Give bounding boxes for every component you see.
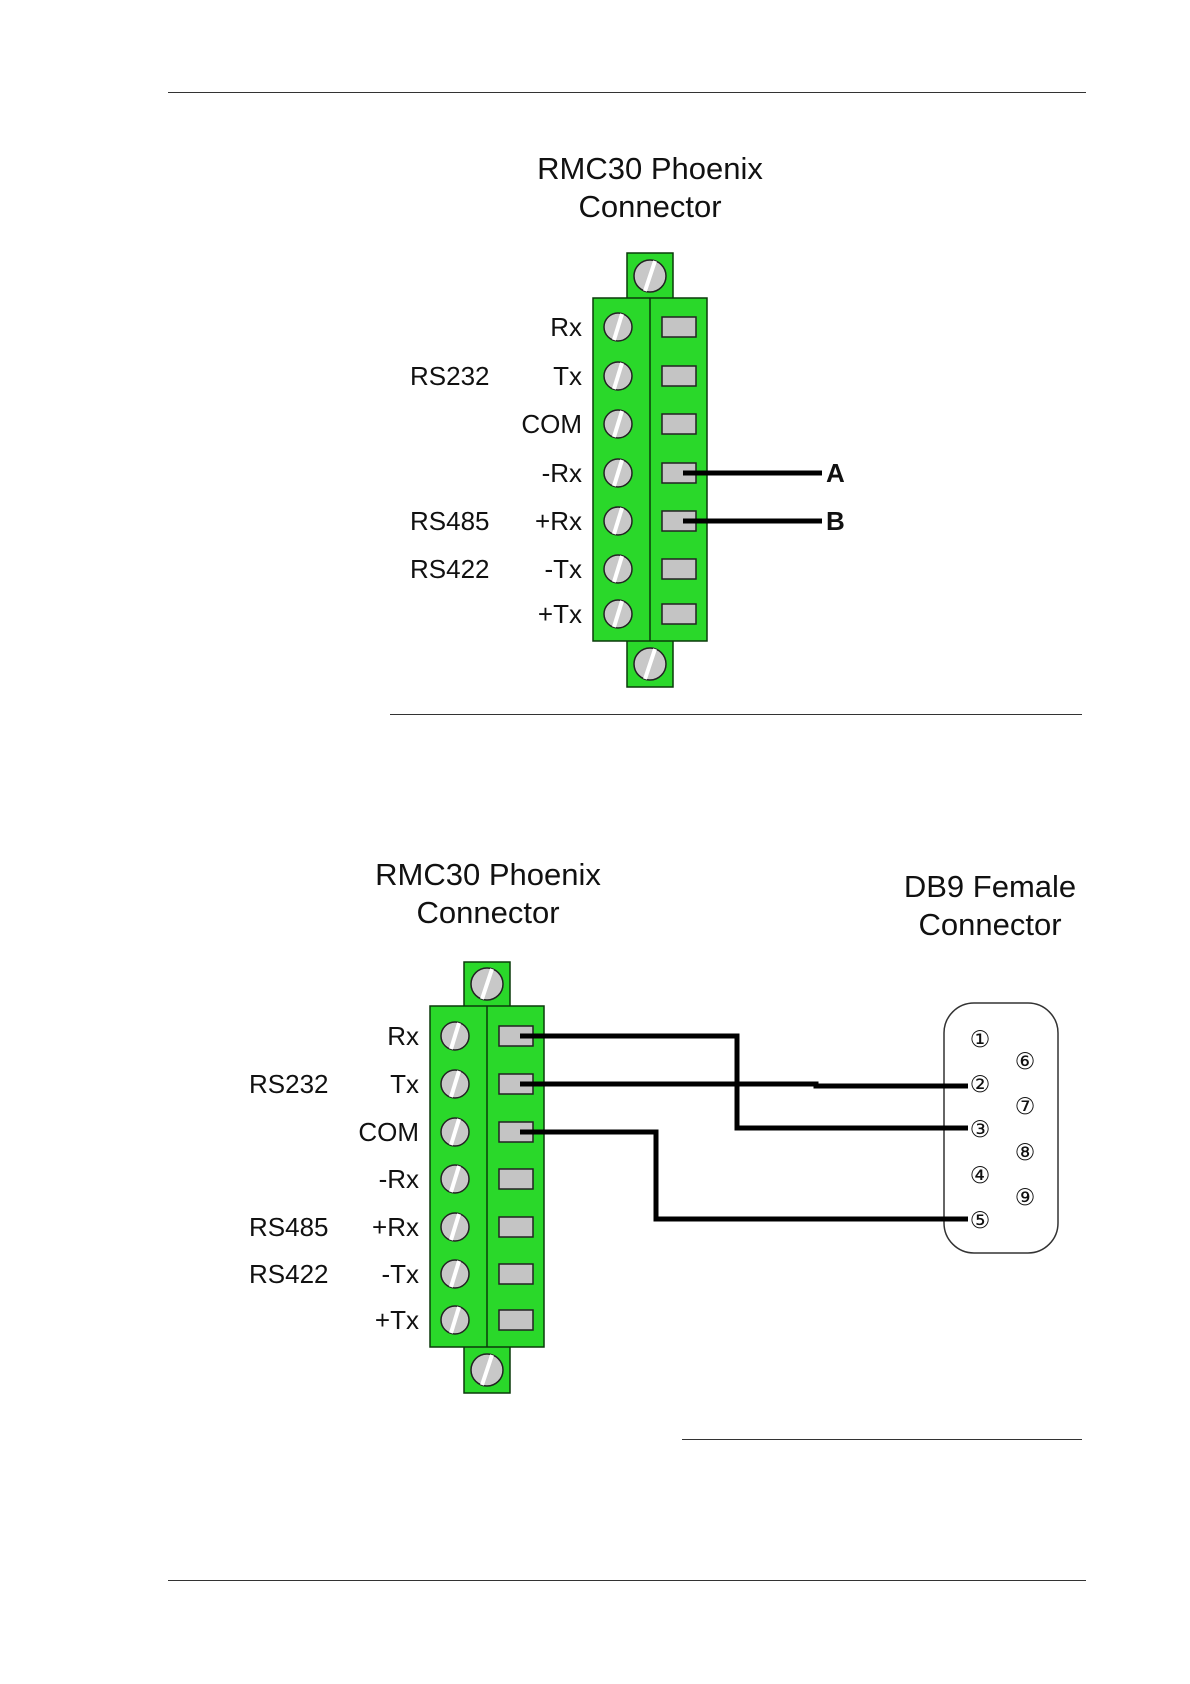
wire-tx-to-db9-2 bbox=[520, 1084, 968, 1086]
diagram1-group-rs485: RS485 bbox=[410, 506, 490, 536]
diagram2-pin-label: Tx bbox=[390, 1069, 419, 1099]
diagram1-pin-label: +Tx bbox=[538, 599, 582, 629]
terminal-icon bbox=[499, 1264, 533, 1284]
terminal-icon bbox=[662, 604, 696, 624]
diagram2-phoenix-rs232-db9: RMC30 Phoenix Connector DB9 Female Conne… bbox=[249, 857, 1076, 1393]
screw-icon bbox=[441, 1118, 469, 1146]
diagram2-row-1: Tx bbox=[390, 1069, 533, 1099]
screw-icon bbox=[441, 1260, 469, 1288]
diagram1-pin-label: +Rx bbox=[535, 506, 582, 536]
diagram2-row-6: +Tx bbox=[375, 1305, 533, 1335]
db9-pin-4: ④ bbox=[970, 1162, 991, 1188]
terminal-icon bbox=[662, 559, 696, 579]
diagram1-row-4: +Rx bbox=[535, 506, 696, 536]
db9-pin-9: ⑨ bbox=[1015, 1184, 1036, 1210]
db9-title-line1: DB9 Female bbox=[904, 869, 1076, 904]
diagram2-pin-label: -Tx bbox=[381, 1259, 419, 1289]
diagram2-row-3: -Rx bbox=[379, 1164, 533, 1194]
diagram2-group-rs422: RS422 bbox=[249, 1259, 329, 1289]
screw-icon bbox=[604, 600, 632, 628]
db9-pin-6: ⑥ bbox=[1015, 1048, 1036, 1074]
diagram1-pin-label: -Tx bbox=[544, 554, 582, 584]
screw-icon bbox=[634, 260, 666, 292]
db9-pin-8: ⑧ bbox=[1015, 1139, 1036, 1165]
db9-pin-5: ⑤ bbox=[970, 1207, 991, 1233]
screw-icon bbox=[604, 507, 632, 535]
diagram1-pin-label: Rx bbox=[550, 312, 582, 342]
terminal-icon bbox=[662, 414, 696, 434]
diagram2-pin-label: +Tx bbox=[375, 1305, 419, 1335]
screw-icon bbox=[604, 313, 632, 341]
screw-icon bbox=[441, 1306, 469, 1334]
db9-title-line2: Connector bbox=[918, 907, 1061, 942]
diagram1-row-0: Rx bbox=[550, 312, 696, 342]
diagram2-group-rs485: RS485 bbox=[249, 1212, 329, 1242]
diagram1-pin-label: COM bbox=[521, 409, 582, 439]
diagram2-title-line2: Connector bbox=[416, 895, 559, 930]
diagram2-row-0: Rx bbox=[387, 1021, 533, 1051]
screw-icon bbox=[604, 555, 632, 583]
terminal-icon bbox=[499, 1169, 533, 1189]
diagram2-row-4: +Rx bbox=[372, 1212, 533, 1242]
diagram1-group-rs232: RS232 bbox=[410, 361, 490, 391]
diagram2-title-line1: RMC30 Phoenix bbox=[375, 857, 601, 892]
screw-icon bbox=[441, 1213, 469, 1241]
screw-icon bbox=[604, 362, 632, 390]
diagram1-row-5: -Tx bbox=[544, 554, 696, 584]
diagram2-row-5: -Tx bbox=[381, 1259, 533, 1289]
screw-icon bbox=[441, 1070, 469, 1098]
diagram1-pin-label: Tx bbox=[553, 361, 582, 391]
diagram2-pin-label: +Rx bbox=[372, 1212, 419, 1242]
screw-icon bbox=[471, 1354, 503, 1386]
db9-pin-3: ③ bbox=[970, 1116, 991, 1142]
terminal-icon bbox=[662, 317, 696, 337]
diagram2-pin-label: COM bbox=[358, 1117, 419, 1147]
screw-icon bbox=[604, 459, 632, 487]
diagram2-group-rs232: RS232 bbox=[249, 1069, 329, 1099]
diagram1-row-6: +Tx bbox=[538, 599, 696, 629]
screw-icon bbox=[441, 1165, 469, 1193]
diagram1-row-2: COM bbox=[521, 409, 696, 439]
screw-icon bbox=[634, 648, 666, 680]
screw-icon bbox=[471, 968, 503, 1000]
diagram1-row-3: -Rx bbox=[542, 458, 696, 488]
terminal-icon bbox=[499, 1217, 533, 1237]
diagram2-row-2: COM bbox=[358, 1117, 533, 1147]
diagram1-group-rs422: RS422 bbox=[410, 554, 490, 584]
diagram1-wire-label-b: B bbox=[826, 506, 845, 536]
db9-pin-2: ② bbox=[970, 1071, 991, 1097]
terminal-icon bbox=[499, 1310, 533, 1330]
diagram1-row-1: Tx bbox=[553, 361, 696, 391]
diagram1-wire-label-a: A bbox=[826, 458, 845, 488]
db9-pin-7: ⑦ bbox=[1015, 1093, 1036, 1119]
db9-pin-1: ① bbox=[970, 1026, 991, 1052]
diagram2-pin-label: Rx bbox=[387, 1021, 419, 1051]
wire-com-to-db9-5 bbox=[520, 1132, 968, 1219]
diagram2-pin-label: -Rx bbox=[379, 1164, 419, 1194]
screw-icon bbox=[604, 410, 632, 438]
diagram1-pin-label: -Rx bbox=[542, 458, 582, 488]
diagram1-phoenix-rs485: RMC30 Phoenix Connector Rx Tx COM bbox=[410, 151, 845, 687]
diagram1-title-line1: RMC30 Phoenix bbox=[537, 151, 763, 186]
diagram1-title-line2: Connector bbox=[578, 189, 721, 224]
screw-icon bbox=[441, 1022, 469, 1050]
terminal-icon bbox=[662, 366, 696, 386]
